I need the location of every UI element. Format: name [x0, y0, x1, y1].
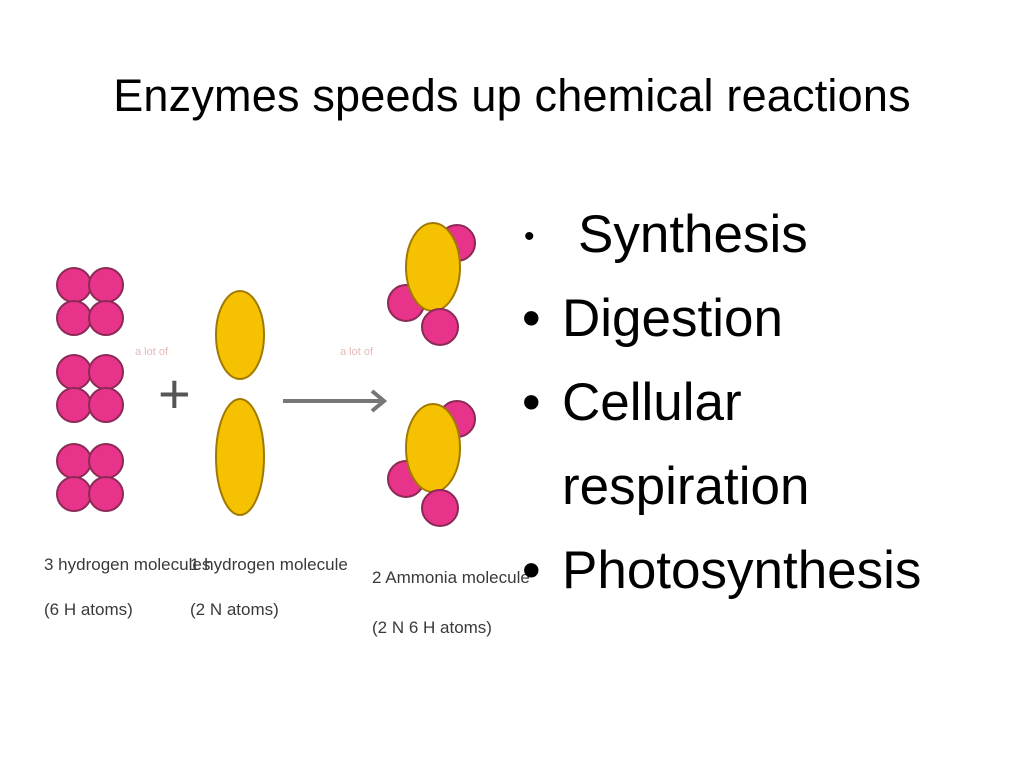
product-label-line1: 2 Ammonia molecule — [372, 568, 530, 587]
nitrogen-atom — [215, 290, 265, 380]
hydrogen-atom — [88, 443, 124, 479]
hydrogen-atom — [88, 476, 124, 512]
hydrogen-atom — [56, 267, 92, 303]
ammonia-molecule — [387, 222, 476, 346]
bullet-item: • Synthesis — [520, 193, 1000, 277]
hydrogen-atom — [421, 308, 459, 346]
hydrogen-atom — [56, 300, 92, 336]
reaction-arrow — [283, 389, 388, 413]
ghost-text: a lot of — [340, 346, 374, 358]
reactant2-label-line1: 1 hydrogen molecule — [190, 555, 348, 574]
reaction-figure: a lot of a lot of + — [40, 205, 530, 650]
ghost-text: a lot of — [135, 346, 169, 358]
bullet-dot: • — [522, 373, 541, 432]
reactant1-label-line1: 3 hydrogen molecules — [44, 555, 210, 574]
hydrogen-atom — [56, 354, 92, 390]
hydrogen-atom — [88, 300, 124, 336]
bullet-text: Digestion — [562, 289, 783, 348]
bullet-text: Photosynthesis — [562, 541, 922, 600]
bullet-item: • Cellular respiration — [520, 361, 1000, 529]
slide-title: Enzymes speeds up chemical reactions — [113, 70, 911, 121]
hydrogen-atom — [56, 443, 92, 479]
bullet-dot: • — [522, 541, 541, 600]
bullet-dot: • — [524, 220, 535, 253]
ammonia-molecule — [387, 400, 476, 527]
nitrogen-molecule — [215, 290, 265, 516]
reactant1-label-line2: (6 H atoms) — [44, 600, 133, 619]
product-label-line2: (2 N 6 H atoms) — [372, 618, 492, 637]
hydrogen-molecules — [56, 267, 124, 512]
bullet-text: Cellular respiration — [562, 373, 810, 516]
hydrogen-atom — [88, 354, 124, 390]
nitrogen-atom — [405, 403, 461, 493]
hydrogen-atom — [421, 489, 459, 527]
hydrogen-atom — [88, 267, 124, 303]
bullet-item: • Digestion — [520, 277, 1000, 361]
plus-sign: + — [158, 362, 191, 425]
bullet-list: • Synthesis • Digestion • Cellular respi… — [520, 193, 1000, 613]
reaction-diagram: a lot of a lot of + — [40, 205, 530, 650]
reactant2-label-line2: (2 N atoms) — [190, 600, 279, 619]
hydrogen-atom — [88, 387, 124, 423]
bullet-dot: • — [522, 289, 541, 348]
hydrogen-atom — [56, 387, 92, 423]
nitrogen-atom — [215, 398, 265, 516]
bullet-item: • Photosynthesis — [520, 529, 1000, 613]
nitrogen-atom — [405, 222, 461, 312]
bullet-text: Synthesis — [578, 205, 808, 264]
hydrogen-atom — [56, 476, 92, 512]
